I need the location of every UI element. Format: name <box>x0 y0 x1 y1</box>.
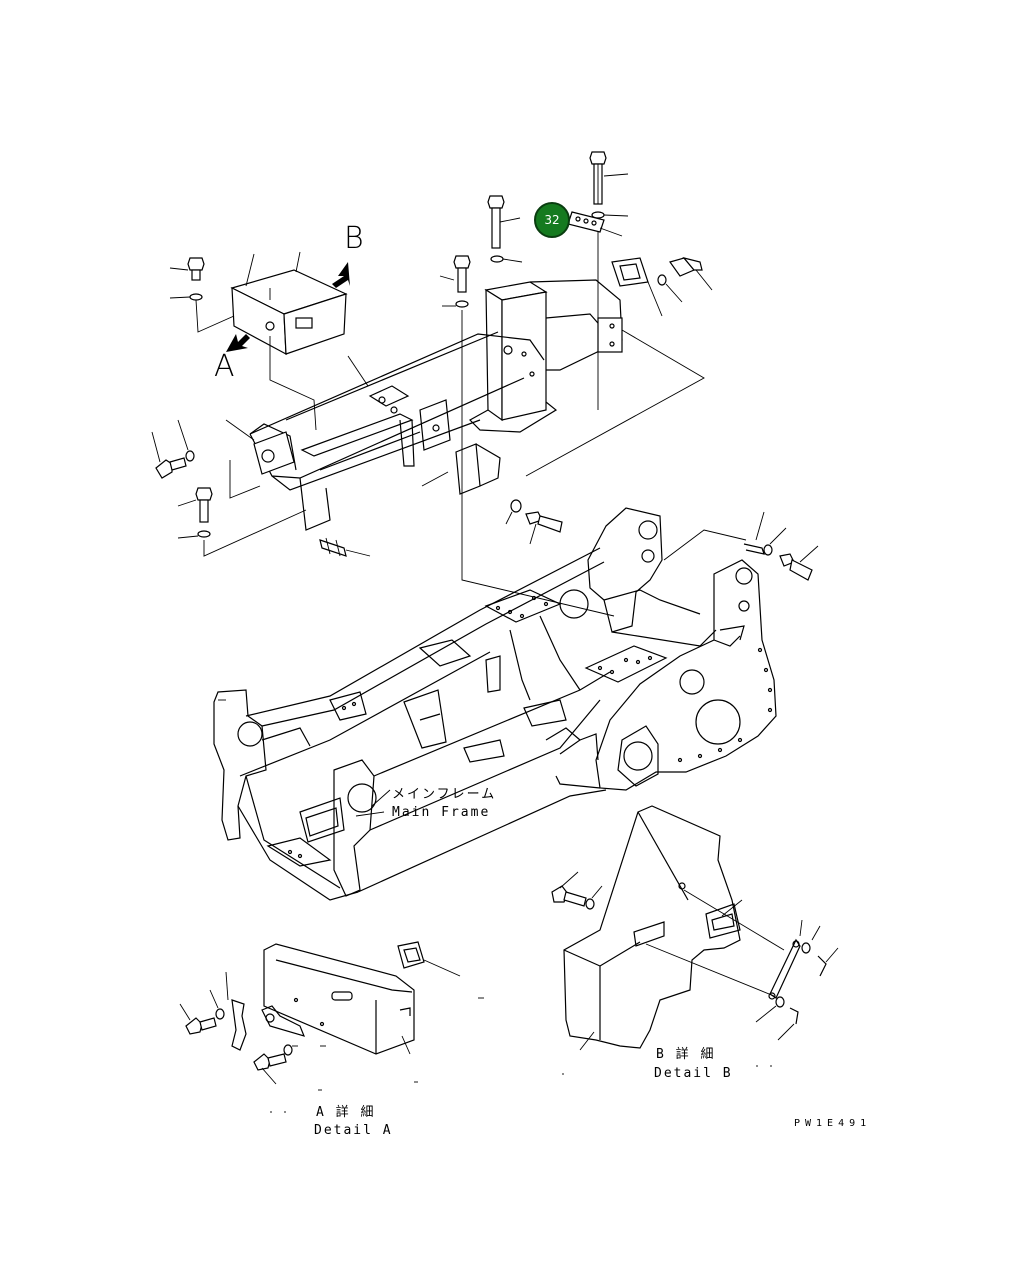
bolt <box>669 256 713 291</box>
cotter-pin <box>743 511 765 555</box>
detail-b-drawing <box>551 805 839 1075</box>
clip <box>319 537 371 557</box>
bolt <box>779 545 819 581</box>
washer <box>510 499 522 513</box>
detail-b-label-jp: B 詳 細 <box>656 1047 716 1062</box>
washer <box>189 293 203 301</box>
washer <box>197 530 211 538</box>
bolt <box>151 431 187 479</box>
rubber-pad <box>611 257 663 317</box>
main-frame <box>213 507 777 901</box>
washer <box>657 274 667 286</box>
main-frame-label-jp: メインフレーム <box>392 787 497 802</box>
controller-box <box>230 251 348 356</box>
bolt <box>177 487 213 523</box>
sub-frame <box>225 331 545 531</box>
long-bolt <box>589 151 629 205</box>
view-arrow-b-icon <box>332 262 350 288</box>
document-code: PW1E491 <box>794 1118 872 1129</box>
washer <box>490 255 504 263</box>
detail-b-label-en: Detail B <box>654 1066 733 1081</box>
bolt <box>525 511 563 545</box>
washer <box>455 300 469 308</box>
part-callout-32[interactable]: 32 <box>534 202 570 238</box>
bolt <box>169 257 205 281</box>
bolt <box>487 195 521 249</box>
view-arrow-a-icon <box>226 334 250 352</box>
part-callout-number: 32 <box>544 213 560 227</box>
main-frame-label-en: Main Frame <box>392 805 491 820</box>
detail-a-label-jp: A 詳 細 <box>316 1105 376 1120</box>
view-label-a: A <box>214 349 235 384</box>
bolt <box>439 255 471 293</box>
view-label-b: B <box>344 221 364 256</box>
column-bracket <box>469 279 623 433</box>
washer <box>763 544 773 556</box>
washer <box>185 450 195 462</box>
detail-a-drawing <box>179 941 484 1113</box>
detail-a-label-en: Detail A <box>314 1123 393 1138</box>
